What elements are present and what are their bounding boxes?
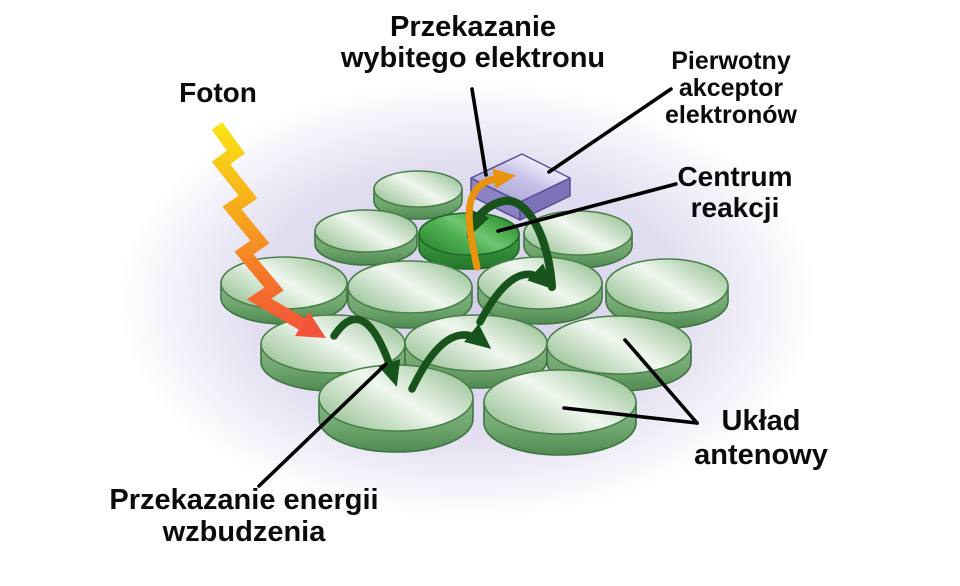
antenna-disks-back-layer [314,170,633,269]
label-reaction-center: Centrum reakcji [677,161,792,223]
disk-top [605,258,729,314]
pointer-antenna-lower [562,406,699,425]
disk-top [314,209,418,253]
energy-arc-3 [476,263,554,326]
label-primary-acceptor: Pierwotny akceptor elektronów [665,48,797,129]
label-line: wybitego elektronu [340,42,606,74]
pointer-primary-acceptor [547,87,673,174]
photon-bolt-zigzag [211,122,306,330]
antenna-disk [523,210,633,269]
label-line: Układ [721,405,801,437]
label-line: Przekazanie energii [109,484,379,516]
pointer-antenna-upper [623,338,699,425]
energy-arc-4 [466,196,557,292]
label-line: wzbudzenia [162,516,326,548]
antenna-disks-front-layer [220,256,729,456]
label-line: Foton [179,77,257,108]
disk-top [546,315,692,375]
antenna-disk [314,209,418,266]
label-antenna-system: Układ antenowy [694,404,828,472]
label-line: reakcji [690,192,780,223]
pointer-reaction-center [496,182,678,233]
excitation-energy-arcs [330,196,557,393]
disk-top [220,256,348,310]
label-line: elektronów [665,101,797,129]
disk-top [483,369,637,435]
disk-top [347,260,473,314]
label-ejected-electron-transfer: Przekazanie wybitego elektronu [341,12,605,74]
label-line: akceptor [678,74,784,102]
energy-arc-2 [408,323,492,393]
ejected-electron-arrow [465,168,517,271]
primary-acceptor-box [470,153,571,221]
pointer-energy-transfer [257,362,388,488]
label-line: Pierwotny [671,47,791,75]
antenna-disk [483,369,637,456]
label-line: antenowy [694,439,828,471]
photon-bolt-icon [211,122,326,338]
antenna-disk [373,170,463,220]
label-line: Centrum [677,161,793,192]
label-excitation-energy-transfer: Przekazanie energii wzbudzenia [109,484,378,548]
label-line: Przekazanie [389,11,557,43]
photon-bolt-arrowhead [295,312,326,338]
label-photon: Foton [179,78,257,108]
leader-lines [257,87,699,488]
pointer-ejected-electron [470,87,488,177]
energy-arc-1 [330,315,401,387]
antenna-disk [318,364,474,453]
disk-top [373,170,463,208]
acceptor-box-top-face [470,153,571,203]
